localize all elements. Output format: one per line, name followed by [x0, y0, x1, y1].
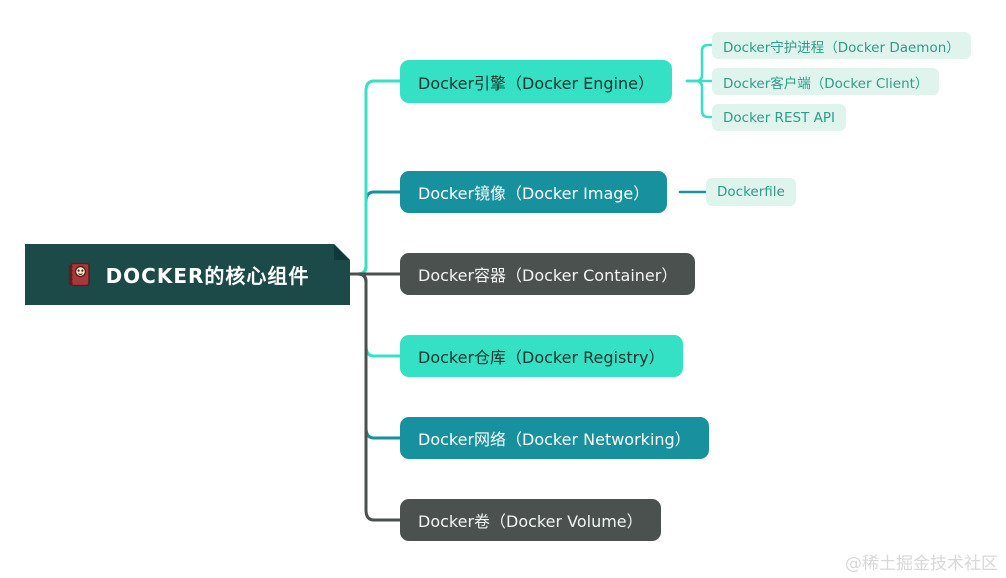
node-docker-rest-api[interactable]: Docker REST API: [712, 104, 846, 131]
node-docker-image[interactable]: Docker镜像（Docker Image）: [400, 171, 668, 213]
connector-volume: [349, 272, 402, 522]
watermark: @稀土掘金技术社区: [845, 554, 998, 574]
connector-engine: [349, 79, 402, 276]
connector-image: [349, 190, 402, 276]
node-label: Dockerfile: [717, 184, 785, 200]
node-docker-engine[interactable]: Docker引擎（Docker Engine）: [400, 60, 672, 103]
node-label: Docker仓库（Docker Registry）: [418, 348, 665, 367]
node-root-docker-core-components[interactable]: DOCKER的核心组件: [25, 244, 350, 305]
node-docker-registry[interactable]: Docker仓库（Docker Registry）: [400, 335, 683, 377]
node-label: Docker引擎（Docker Engine）: [418, 73, 654, 93]
node-docker-client[interactable]: Docker客户端（Docker Client）: [712, 68, 940, 95]
node-label: Docker REST API: [723, 109, 835, 126]
root-label: DOCKER的核心组件: [105, 264, 310, 288]
node-label: Docker客户端（Docker Client）: [723, 75, 929, 92]
node-label: Docker网络（Docker Networking）: [418, 430, 691, 449]
node-docker-volume[interactable]: Docker卷（Docker Volume）: [400, 499, 661, 541]
node-label: Docker容器（Docker Container）: [418, 266, 678, 285]
node-dockerfile[interactable]: Dockerfile: [706, 178, 796, 206]
notebook-icon: [66, 261, 93, 288]
node-label: Docker守护进程（Docker Daemon）: [723, 39, 960, 56]
node-docker-container[interactable]: Docker容器（Docker Container）: [400, 253, 696, 295]
connector-rest-api: [685, 79, 714, 119]
node-docker-daemon[interactable]: Docker守护进程（Docker Daemon）: [712, 32, 971, 59]
connector-registry: [349, 272, 402, 358]
node-label: Docker镜像（Docker Image）: [418, 184, 650, 203]
node-label: Docker卷（Docker Volume）: [418, 512, 643, 531]
connector-daemon: [685, 43, 714, 83]
node-docker-networking[interactable]: Docker网络（Docker Networking）: [400, 417, 709, 459]
